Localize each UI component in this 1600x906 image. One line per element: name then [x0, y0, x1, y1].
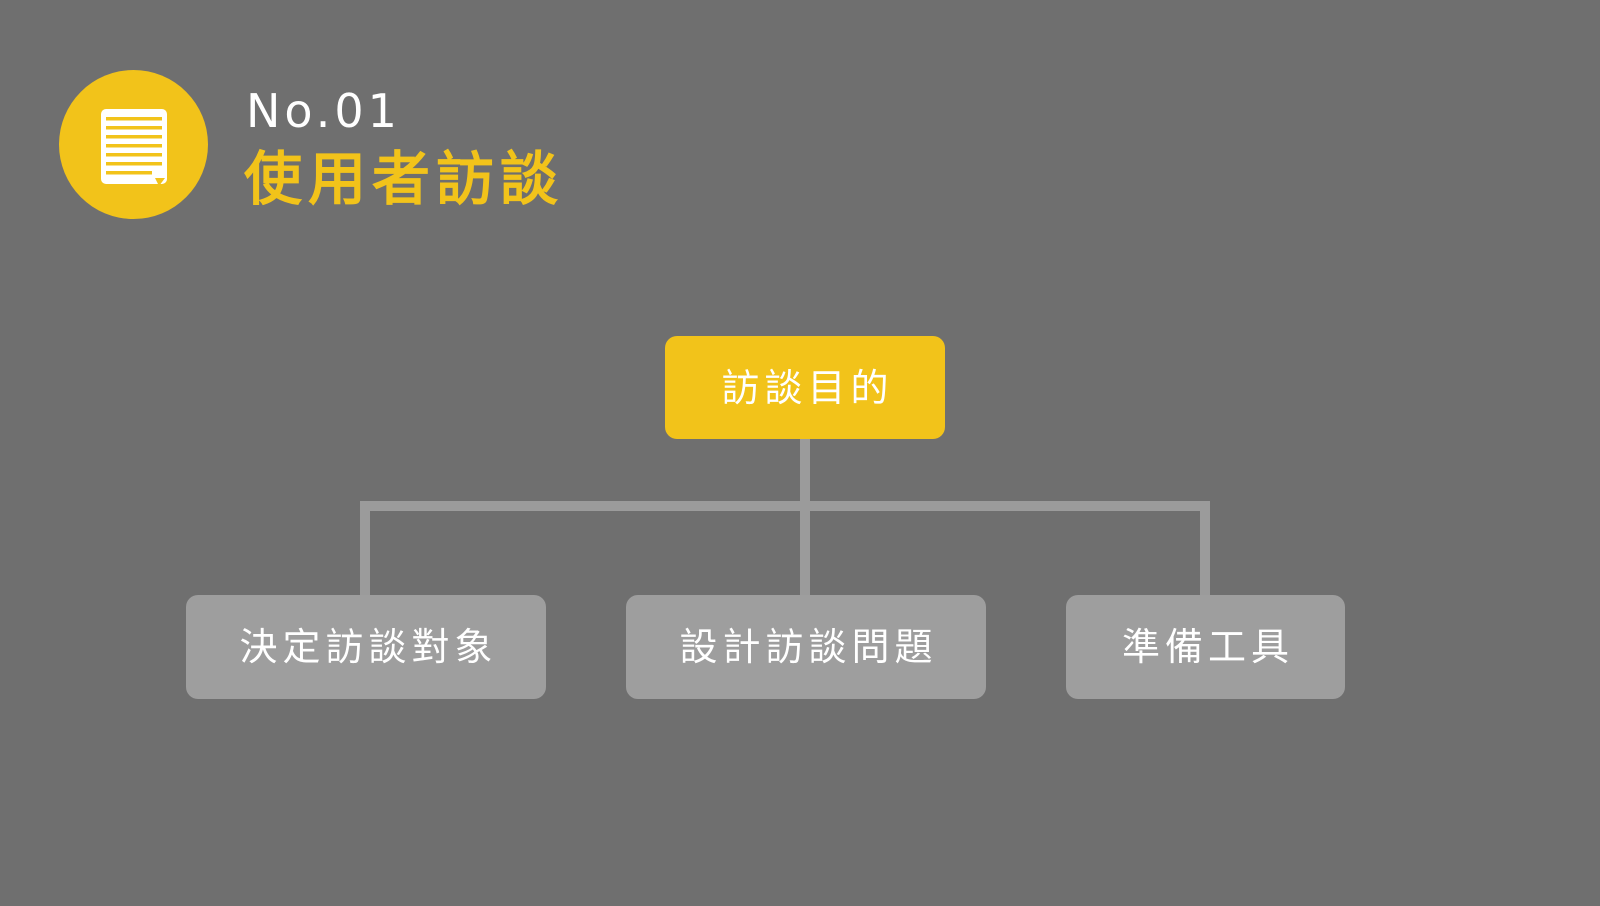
node-design-questions: 設計訪談問題	[626, 595, 986, 699]
node-decide-interviewees: 決定訪談對象	[186, 595, 546, 699]
node-interview-purpose: 訪談目的	[665, 336, 945, 439]
node-label: 決定訪談對象	[239, 625, 498, 669]
document-badge	[59, 70, 208, 219]
node-label: 訪談目的	[721, 365, 894, 410]
node-label: 準備工具	[1121, 625, 1294, 669]
node-prepare-tools: 準備工具	[1066, 595, 1345, 699]
node-label: 設計訪談問題	[679, 625, 938, 669]
page-title: 使用者訪談	[244, 145, 565, 213]
document-icon	[101, 109, 167, 186]
section-number: No.01	[246, 84, 401, 138]
